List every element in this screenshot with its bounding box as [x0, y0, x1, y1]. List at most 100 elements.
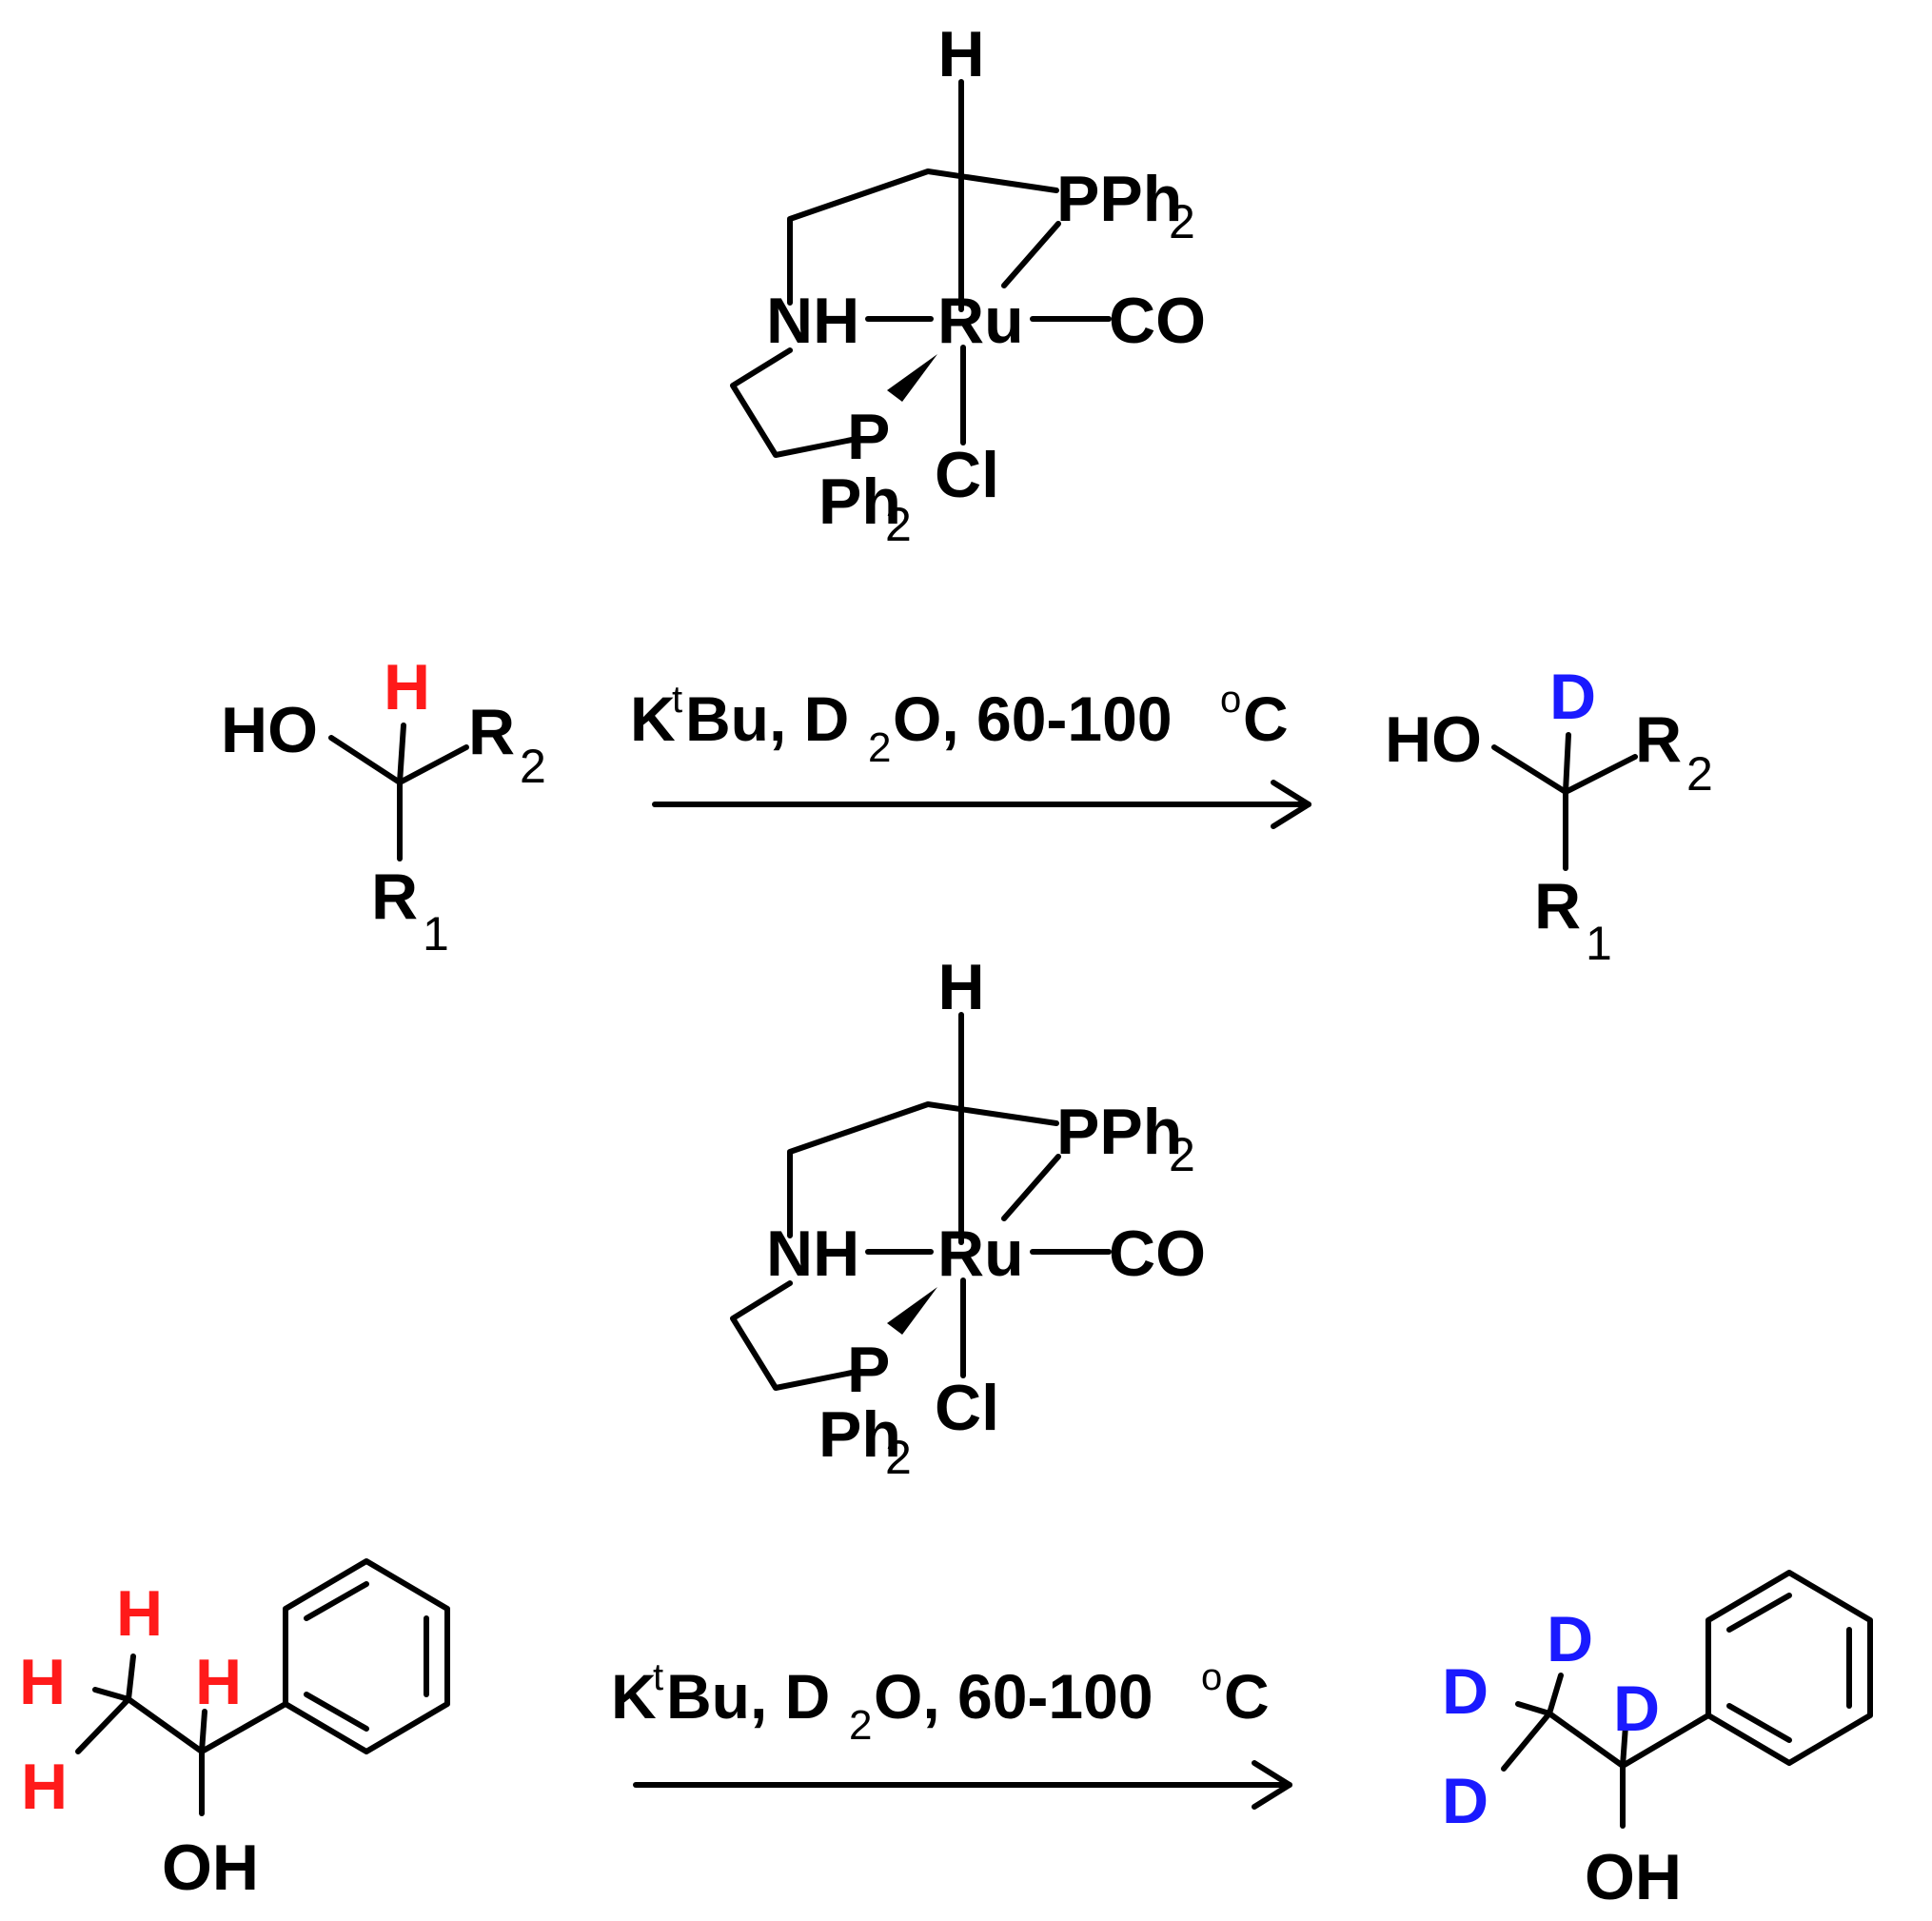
wedge-bond — [887, 354, 937, 402]
tert-superscript: t — [672, 679, 682, 721]
c-h-bond — [397, 723, 406, 785]
benzene-ring — [1705, 1570, 1873, 1766]
r2-subscript: 2 — [520, 740, 546, 793]
pph2-label: PPh — [1056, 163, 1182, 235]
methyl-h-bottom-label: H — [21, 1751, 68, 1823]
celsius-label: C — [1224, 1661, 1270, 1732]
arrow-head — [1271, 780, 1311, 829]
c-c-bond — [1547, 1711, 1626, 1769]
carbinol-h-label: H — [195, 1646, 242, 1718]
pph2-label: PPh — [1056, 1096, 1182, 1168]
conditions-base: K — [630, 683, 676, 754]
pph2-subscript: 2 — [1169, 1128, 1195, 1181]
pph2-subscript: 2 — [1169, 195, 1195, 248]
benzene-double-bond-1 — [304, 1581, 369, 1621]
o-c-bond — [328, 735, 403, 785]
methyl-d-top-label: D — [1547, 1603, 1593, 1675]
c-r2-bond — [1563, 754, 1638, 795]
r2-label: R — [468, 696, 515, 768]
r1-label: R — [1534, 870, 1581, 942]
nh-label: NH — [766, 1218, 859, 1290]
d2o-subscript: 2 — [849, 1702, 872, 1749]
ph2-subscript: 2 — [885, 498, 912, 551]
nh-ethylene-pph2-arm — [787, 168, 1059, 306]
ru-label: Ru — [937, 1218, 1024, 1290]
conditions-bu-d: Bu, D — [666, 1661, 830, 1732]
carbinol-d-label: D — [1613, 1673, 1660, 1745]
nh-ethylene-p-arm — [730, 1280, 855, 1391]
hydroxyl-label: OH — [1585, 1841, 1682, 1913]
ruthenium-catalyst-top: H PPh 2 NH Ru CO P Ph 2 Cl — [730, 18, 1206, 551]
reaction-2-product: D D D D OH — [1442, 1570, 1873, 1913]
wedge-bond — [887, 1287, 937, 1335]
carbinol-d-bond — [1620, 1723, 1628, 1769]
benzene-ring — [283, 1558, 450, 1754]
c-c-bond — [126, 1696, 205, 1754]
conditions-temperature: O, 60-100 — [893, 683, 1173, 754]
degree-superscript: o — [1201, 1656, 1222, 1698]
r1-subscript: 1 — [1586, 917, 1612, 970]
c-d-bond — [1563, 732, 1571, 795]
tert-superscript: t — [653, 1656, 663, 1698]
methyl-d-top-bond — [1547, 1673, 1564, 1716]
ruthenium-catalyst-bottom: H PPh 2 NH Ru CO P Ph 2 Cl — [730, 951, 1206, 1484]
r2-subscript: 2 — [1686, 747, 1713, 801]
methyl-h-top-label: H — [116, 1577, 163, 1650]
co-label: CO — [1109, 1218, 1206, 1290]
c-r2-bond — [397, 744, 469, 785]
p-label: P — [847, 1334, 890, 1406]
reaction-2-reactant: H H H H OH — [19, 1558, 450, 1904]
ph2-label: Ph — [818, 1398, 901, 1471]
reaction-2: H H H H OH K t Bu, D 2 O, 60-100 o C — [19, 1558, 1873, 1913]
nh-ethylene-pph2-arm — [787, 1101, 1059, 1238]
benzene-double-bond-3 — [304, 1692, 369, 1732]
carbinol-h-bond — [199, 1709, 207, 1754]
methyl-d-bottom-label: D — [1442, 1765, 1488, 1837]
benzene-double-bond-3 — [1726, 1703, 1792, 1743]
d2o-subscript: 2 — [868, 724, 891, 771]
ring-carbinol-bond — [1620, 1713, 1711, 1769]
reaction-2-conditions: K t Bu, D 2 O, 60-100 o C — [611, 1656, 1270, 1749]
benzene-double-bond-1 — [1726, 1593, 1792, 1633]
nh-ethylene-p-arm — [730, 347, 855, 458]
r2-label: R — [1635, 703, 1682, 776]
reaction-2-arrow — [633, 1760, 1292, 1810]
methyl-d-left-bond — [1515, 1701, 1552, 1716]
r1-subscript: 1 — [423, 907, 449, 960]
methyl-d-bottom-bond — [1501, 1711, 1552, 1772]
methyl-h-left-label: H — [19, 1646, 66, 1718]
ph2-label: Ph — [818, 465, 901, 538]
degree-superscript: o — [1220, 679, 1241, 721]
hydride-label: H — [937, 18, 984, 90]
ph2-subscript: 2 — [885, 1431, 912, 1484]
arrow-head — [1252, 1760, 1292, 1810]
r1-label: R — [371, 861, 418, 933]
methyl-d-left-label: D — [1442, 1655, 1488, 1728]
ru-label: Ru — [937, 285, 1024, 357]
hydroxyl-label: OH — [162, 1832, 259, 1904]
reaction-1-arrow — [652, 780, 1311, 829]
hydroxyl-label: HO — [221, 694, 318, 766]
nh-label: NH — [766, 285, 859, 357]
methyl-h-top-bond — [126, 1654, 136, 1702]
hydride-label: H — [937, 951, 984, 1023]
conditions-temperature: O, 60-100 — [874, 1661, 1153, 1732]
exchangeable-h-label: H — [384, 651, 430, 723]
reaction-1: HO H R 2 R 1 K t Bu, D 2 O, 60-100 o C — [221, 651, 1713, 970]
ring-carbinol-bond — [199, 1701, 288, 1754]
methyl-h-bottom-bond — [75, 1696, 131, 1754]
deuterium-label: D — [1549, 661, 1596, 733]
conditions-base: K — [611, 1661, 657, 1732]
o-c-bond — [1491, 744, 1568, 795]
conditions-bu-d: Bu, D — [685, 683, 849, 754]
methyl-h-left-bond — [92, 1687, 131, 1702]
cl-label: Cl — [935, 1372, 999, 1444]
ru-p-bond — [1001, 1154, 1061, 1221]
cl-label: Cl — [935, 439, 999, 511]
co-label: CO — [1109, 285, 1206, 357]
ru-p-bond — [1001, 221, 1061, 288]
p-label: P — [847, 401, 890, 473]
celsius-label: C — [1243, 683, 1289, 754]
reaction-1-conditions: K t Bu, D 2 O, 60-100 o C — [630, 679, 1289, 771]
